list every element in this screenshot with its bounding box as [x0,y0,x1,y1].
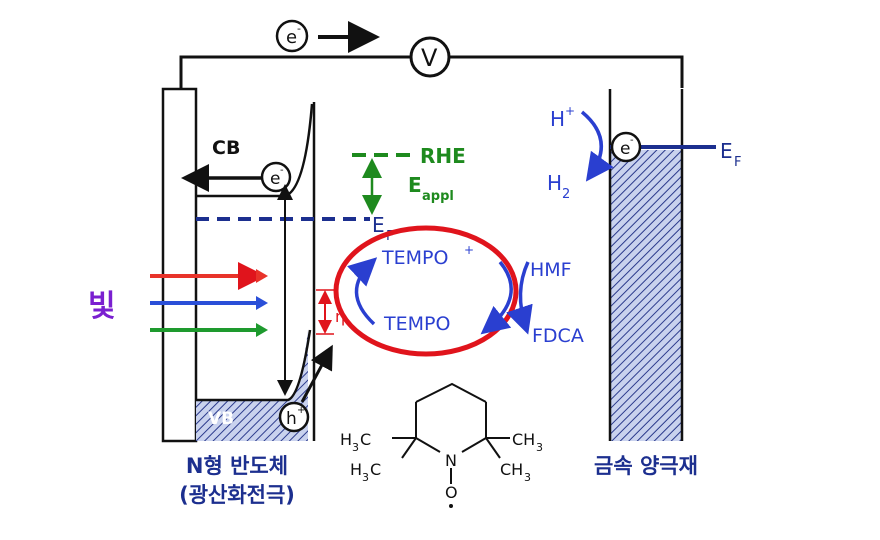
cb-electron-label: e [270,169,280,189]
cb-label: CB [212,137,240,159]
semiconductor-subcaption: (광산화전극) [179,483,295,507]
eappl-label: E appl [408,173,454,204]
highlight-ellipse [333,225,519,357]
hole-label: h [286,409,297,429]
eappl-sub: appl [422,189,454,204]
hole-sup: + [297,405,305,416]
eappl-main: E [408,173,422,197]
metal-electron: e - [610,131,642,163]
semiconductor-caption: N형 반도체 [186,454,288,478]
oxygen-label: O [445,483,458,502]
valence-band-edge [196,329,312,402]
light-label: 빛 [88,289,116,324]
metal-electron-label: e [620,139,630,159]
h3c-top-h: H [340,430,352,449]
rhe-label: RHE [420,144,466,168]
metal-electron-sup: - [630,135,634,146]
eta-label: η [335,307,345,326]
ch3-bottom-sub: 3 [524,471,531,484]
hydrogen-evolution-arrow [580,110,614,182]
tempo-reduction-arrow [480,260,513,335]
voltmeter-icon: V [409,36,451,78]
h-plus-h: H [550,107,565,131]
hmf-label: HMF [530,259,572,281]
h-plus-label: H + [550,104,575,131]
radical-dot [449,504,453,508]
tempo-molecule [392,382,510,484]
tempo-regeneration-arrow [347,257,378,326]
tempo-molecule-labels: H 3 C H 3 C CH 3 CH 3 N O [340,430,543,508]
metal-fermi-e: E [720,139,733,163]
h3c-top-c: C [360,430,371,449]
ch3-top: CH [512,430,535,449]
circuit-electron-label: e [286,27,297,48]
vb-label: VB [208,409,234,429]
h3c-bottom-h: H [350,460,362,479]
semiconductor-contact [161,87,198,443]
cb-electron-sup: - [280,165,284,176]
tempo-label: TEMPO [383,313,450,335]
semiconductor-fermi-label: E F [372,213,393,244]
h3c-bottom-sub: 3 [362,471,369,484]
cb-electron: e - [260,161,292,193]
ch3-top-sub: 3 [536,441,543,454]
circuit-electron: e - [275,19,309,53]
hole-transfer-arrow [300,344,333,403]
metal-fermi-sub: F [734,155,741,170]
light-arrow-green-head [256,323,268,337]
tempo-oxidized: TEMPO + [381,243,474,269]
metal-electrode [610,150,682,441]
light-arrow-blue-head [256,296,268,310]
metal-fermi-label: E F [720,139,741,170]
h3c-top-sub: 3 [352,441,359,454]
tempo-plus-label: TEMPO [381,247,448,269]
h2-label: H 2 [547,171,570,202]
fdca-label: FDCA [532,325,584,347]
hmf-arrow [506,261,533,335]
voltmeter-label: V [421,44,438,72]
ch3-bottom: CH [500,460,523,479]
nitrogen-label: N [445,451,457,470]
light-arrow-red-head [256,269,268,283]
h3c-bottom-c: C [370,460,381,479]
tempo-plus-sup: + [464,243,474,257]
metal-caption: 금속 양극재 [594,454,698,478]
h2-h: H [547,171,562,195]
h2-sub: 2 [562,187,570,202]
sc-fermi-sub: F [386,229,393,244]
vb-hole: h + [278,401,310,433]
h-plus-sup: + [565,104,575,118]
circuit-electron-sup: - [297,22,301,35]
sc-fermi-e: E [372,213,385,237]
